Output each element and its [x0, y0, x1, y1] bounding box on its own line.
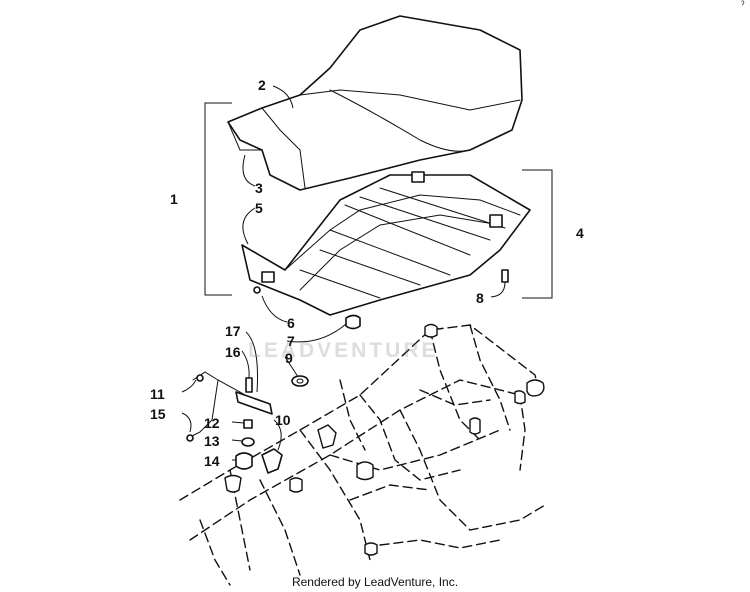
- callout-10: 10: [275, 412, 291, 428]
- callout-5: 5: [255, 200, 263, 216]
- callout-1: 1: [170, 191, 178, 207]
- seat-cover: [227, 15, 523, 191]
- bracket-part-10: [261, 448, 283, 474]
- leader-lines: [181, 85, 506, 461]
- callout-8: 8: [476, 290, 484, 306]
- callout-4: 4: [576, 225, 584, 241]
- callout-9: 9: [285, 350, 293, 366]
- callout-6: 6: [287, 315, 295, 331]
- render-credit: Rendered by LeadVenture, Inc.: [291, 575, 459, 589]
- callout-labels: 1 2 3 4 5 6 7 8 9 10 11 12 13 14 15 16 1…: [150, 77, 584, 469]
- latch-hardware-part-12-13-14: [235, 419, 255, 470]
- vehicle-frame: [179, 323, 546, 586]
- callout-13: 13: [204, 433, 220, 449]
- callout-11: 11: [150, 386, 165, 402]
- seat-base: [241, 171, 531, 316]
- callout-15: 15: [150, 406, 166, 422]
- callout-12: 12: [204, 415, 220, 431]
- callout-7: 7: [287, 333, 295, 349]
- callout-17: 17: [225, 323, 241, 339]
- latch-pin-part-8: [501, 269, 509, 283]
- corner-mark: ˀ: [741, 0, 745, 11]
- watermark: LEADVENTURE: [248, 339, 439, 362]
- group-bracket-4: [522, 169, 553, 299]
- callout-2: 2: [258, 77, 266, 93]
- callout-14: 14: [204, 453, 220, 469]
- seat-bumper-part-6-7: [345, 314, 361, 330]
- latch-assembly-part-11-16-17: [186, 371, 273, 442]
- callout-3: 3: [255, 180, 263, 196]
- group-bracket-1: [204, 102, 232, 296]
- callout-16: 16: [225, 344, 241, 360]
- grommet-part-9: [291, 375, 309, 387]
